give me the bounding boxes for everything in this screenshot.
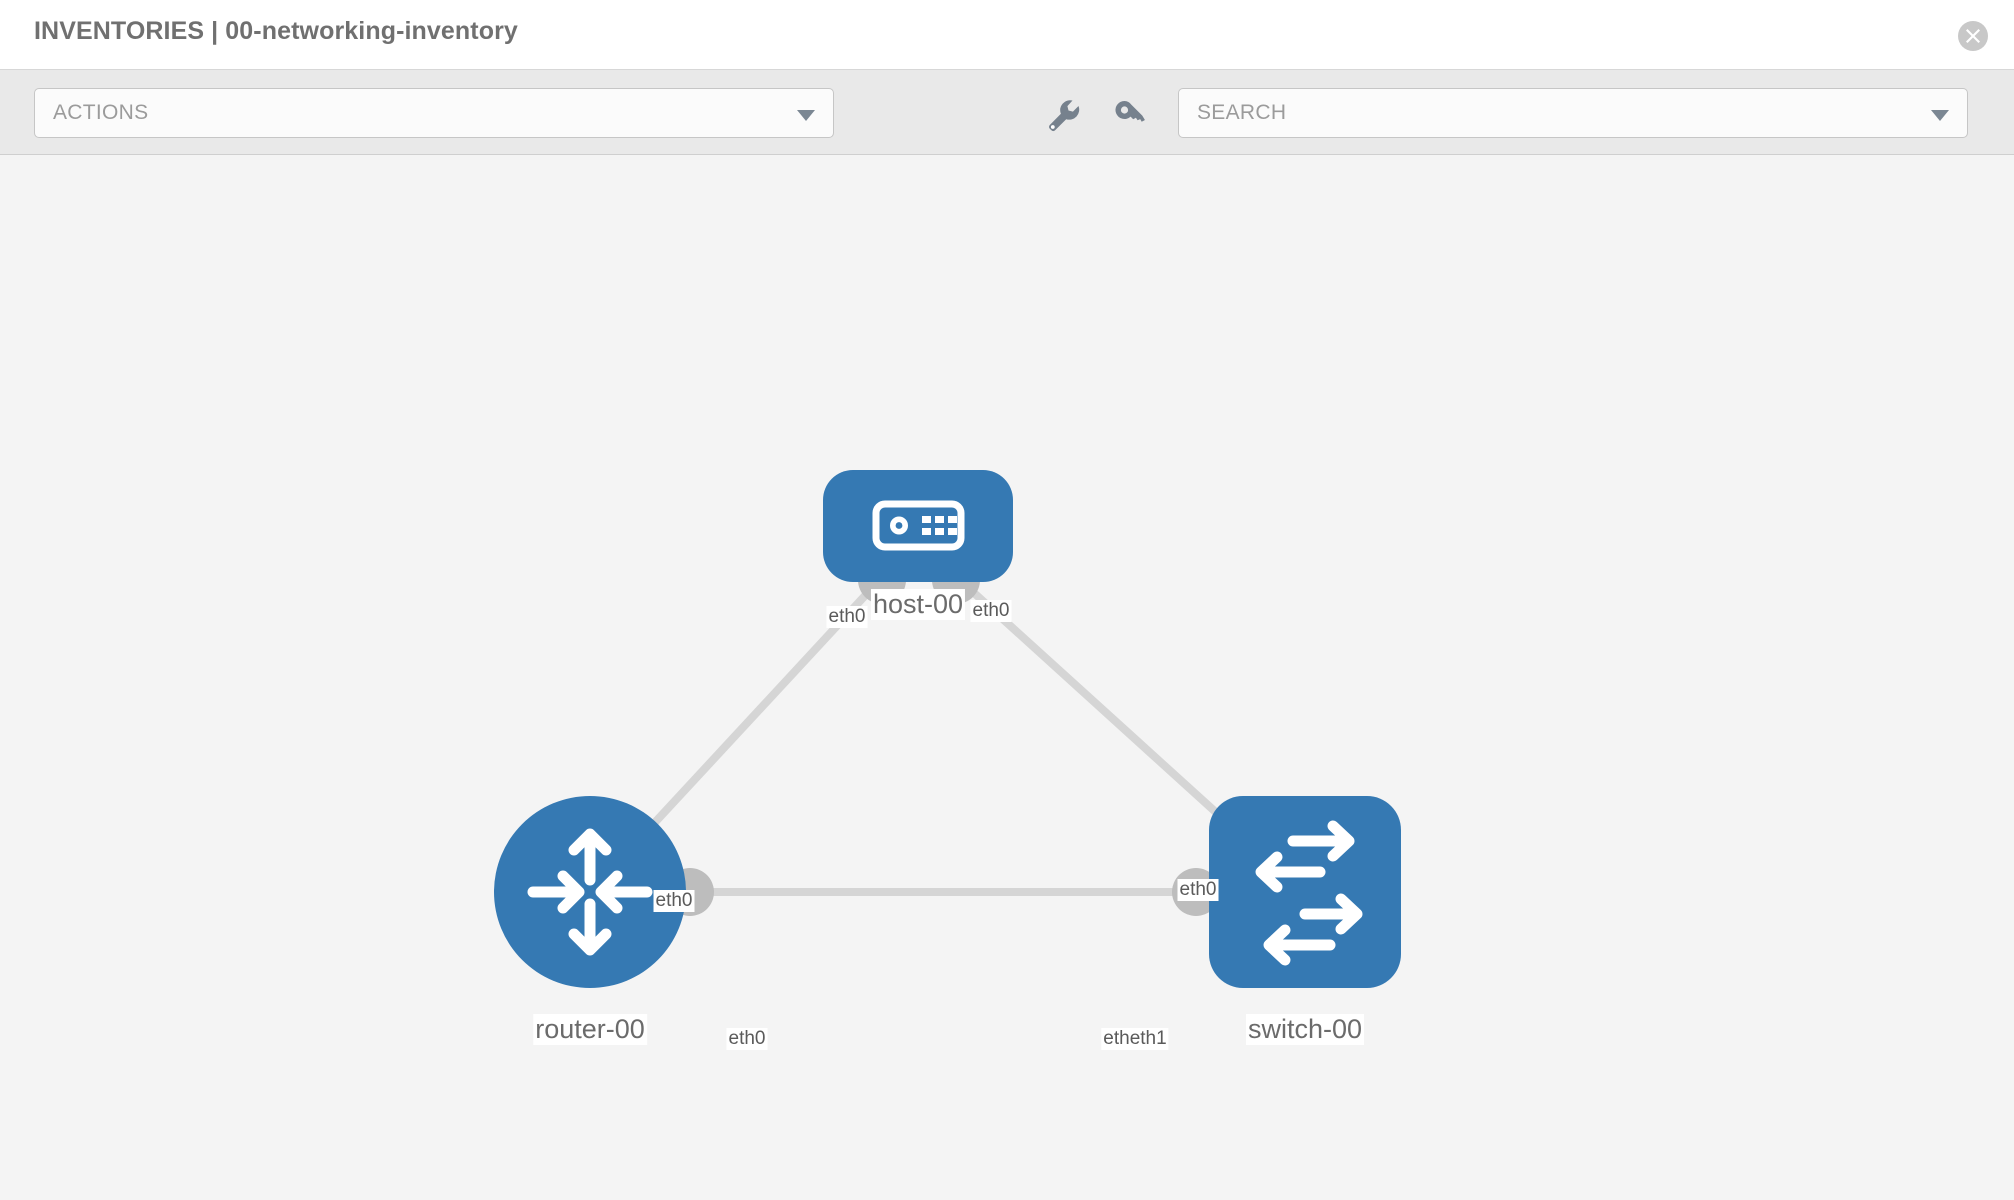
node-host-00[interactable] bbox=[823, 470, 1013, 582]
page-header: INVENTORIES | 00-networking-inventory bbox=[0, 0, 2014, 70]
server-icon bbox=[872, 500, 965, 551]
node-label-router-00: router-00 bbox=[533, 1014, 647, 1045]
edge-label-switch-left: etheth1 bbox=[1101, 1028, 1169, 1050]
wrench-icon[interactable] bbox=[1042, 94, 1082, 134]
topology-canvas[interactable]: host-00 router-00 switch-00 eth0 eth0 et… bbox=[0, 155, 2014, 1200]
chevron-down-icon bbox=[797, 110, 815, 121]
actions-dropdown[interactable]: ACTIONS bbox=[34, 88, 834, 138]
edge-label-router-up: eth0 bbox=[653, 890, 695, 912]
switch-arrows-icon bbox=[1255, 820, 1363, 966]
node-switch-00[interactable] bbox=[1209, 796, 1401, 988]
edge-label-router-right: eth0 bbox=[726, 1028, 768, 1050]
chevron-down-icon[interactable] bbox=[1931, 110, 1949, 121]
page-title: INVENTORIES | 00-networking-inventory bbox=[34, 17, 518, 45]
node-label-switch-00: switch-00 bbox=[1245, 1014, 1365, 1045]
actions-dropdown-label: ACTIONS bbox=[53, 101, 149, 124]
router-arrows-icon bbox=[527, 828, 653, 956]
node-label-host-00: host-00 bbox=[870, 589, 966, 620]
edge-label-host-left: eth0 bbox=[826, 606, 868, 628]
close-icon[interactable] bbox=[1958, 21, 1988, 51]
search-placeholder: SEARCH bbox=[1197, 101, 1287, 124]
search-input[interactable]: SEARCH bbox=[1178, 88, 1968, 138]
topology-graph bbox=[494, 470, 1401, 988]
edge-label-switch-up: eth0 bbox=[1177, 879, 1219, 901]
edge-label-host-right: eth0 bbox=[970, 600, 1012, 622]
toolbar: ACTIONS SEARCH bbox=[0, 70, 2014, 155]
node-router-00[interactable] bbox=[494, 796, 686, 988]
key-icon[interactable] bbox=[1110, 94, 1150, 134]
